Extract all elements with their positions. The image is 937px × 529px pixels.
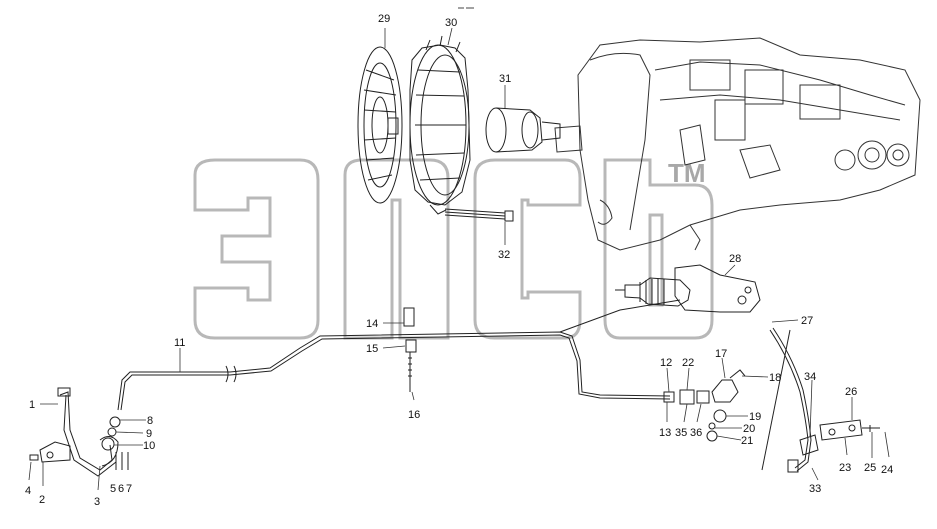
- callout-2: 2: [39, 494, 45, 506]
- leader-lines: [28, 27, 890, 491]
- callout-22: 22: [682, 357, 694, 369]
- callout-11: 11: [174, 337, 185, 349]
- callout-15: 15: [366, 343, 378, 355]
- hydraulic-line: [117, 299, 681, 411]
- callout-20: 20: [743, 423, 755, 435]
- callout-29: 29: [378, 13, 390, 25]
- callout-32: 32: [498, 249, 510, 261]
- callout-7: 7: [126, 483, 132, 495]
- callout-30: 30: [445, 17, 457, 29]
- left-assembly: [29, 387, 129, 477]
- callout-9: 9: [146, 428, 152, 440]
- callout-4: 4: [25, 485, 31, 497]
- hydraulic-line-right: [761, 327, 819, 473]
- callout-1: 1: [29, 399, 35, 411]
- callout-5: 5: [110, 483, 116, 495]
- callout-34: 34: [804, 371, 816, 383]
- callout-24: 24: [881, 464, 893, 476]
- callout-6: 6: [118, 483, 124, 495]
- callout-36: 36: [690, 427, 702, 439]
- callout-23: 23: [839, 462, 851, 474]
- pressure-plate: [409, 35, 471, 215]
- callout-35: 35: [675, 427, 687, 439]
- gearbox-housing: [554, 37, 921, 251]
- release-bearing: [485, 107, 561, 153]
- callout-31: 31: [499, 73, 511, 85]
- bolt-32: [444, 208, 514, 222]
- watermark-tm: TM: [668, 158, 706, 188]
- callout-12: 12: [660, 357, 672, 369]
- callout-33: 33: [809, 483, 821, 495]
- callout-14: 14: [366, 318, 378, 330]
- callout-13: 13: [659, 427, 671, 439]
- callout-3: 3: [94, 496, 100, 508]
- callout-26: 26: [845, 386, 857, 398]
- callout-25: 25: [864, 462, 876, 474]
- callout-17: 17: [715, 348, 727, 360]
- callout-10: 10: [143, 440, 155, 452]
- callout-28: 28: [729, 253, 741, 265]
- fitting-14-16: [403, 307, 417, 392]
- slave-cylinder: [615, 264, 761, 313]
- callout-19: 19: [749, 411, 761, 423]
- callout-21: 21: [741, 435, 753, 447]
- callout-16: 16: [408, 409, 420, 421]
- callout-labels: 29 30 31 32 28 27 11 14 15 16 1 2 3 4 5 …: [25, 13, 893, 508]
- callout-27: 27: [801, 315, 813, 327]
- watermark: [193, 158, 714, 340]
- callout-18: 18: [769, 372, 781, 384]
- clutch-disc: [357, 46, 403, 204]
- callout-8: 8: [147, 415, 153, 427]
- bracket-23: [819, 419, 880, 441]
